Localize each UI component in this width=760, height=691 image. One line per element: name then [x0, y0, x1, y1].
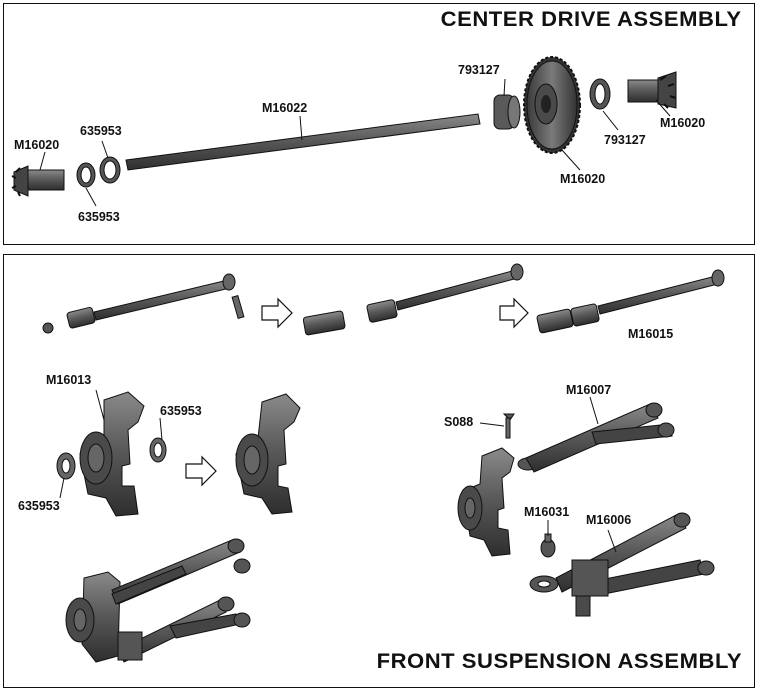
label-hub-carrier: M16013 — [46, 373, 92, 387]
center-drive-title: CENTER DRIVE ASSEMBLY — [440, 8, 742, 31]
label-bearing-left: 635953 — [18, 499, 60, 513]
center-leader-lines — [39, 78, 671, 207]
spur-gear — [523, 56, 581, 154]
label-bearing-right-bottom: 793127 — [604, 133, 646, 147]
ball-stud-part — [540, 533, 556, 558]
label-bearing-right-top: 793127 — [458, 63, 500, 77]
driveshaft-assembled — [536, 269, 725, 334]
label-ball-stud: M16031 — [524, 505, 570, 519]
right-pinion-gear — [627, 71, 677, 109]
center-shaft — [125, 113, 481, 171]
right-bearing-top — [493, 94, 521, 130]
label-bearing-right: 635953 — [160, 404, 202, 418]
label-lower-arm: M16006 — [586, 513, 632, 527]
front-suspension-panel — [3, 254, 755, 688]
arrow-right-icon — [499, 297, 529, 329]
label-pinion-right: M16020 — [660, 116, 706, 130]
arrow-right-icon — [261, 297, 293, 329]
front-leader-lines — [59, 389, 617, 553]
label-spur-gear: M16020 — [560, 172, 606, 186]
center-drive-panel — [3, 3, 755, 245]
label-upper-arm: M16007 — [566, 383, 612, 397]
label-driveshaft: M16015 — [628, 327, 674, 341]
screw-part — [502, 413, 515, 439]
label-screw: S088 — [444, 415, 474, 429]
left-pinion-gear — [11, 165, 65, 197]
label-pinion-left: M16020 — [14, 138, 60, 152]
left-bearing-upper — [99, 156, 121, 184]
label-bearing-upper: 635953 — [80, 124, 122, 138]
left-bearing-lower — [76, 162, 96, 188]
label-bearing-lower: 635953 — [78, 210, 120, 224]
lower-arm-part — [529, 512, 715, 617]
front-suspension-title: FRONT SUSPENSION ASSEMBLY — [376, 650, 742, 673]
hub-carrier-right — [457, 447, 515, 557]
label-shaft: M16022 — [262, 101, 308, 115]
right-bearing-bottom — [589, 78, 611, 110]
front-suspension-assembled — [65, 538, 251, 663]
arrow-right-icon — [185, 455, 217, 487]
driveshaft-exploded — [42, 273, 245, 334]
hub-carrier-assembled — [235, 393, 301, 515]
hub-carrier-exploded — [56, 391, 167, 517]
driveshaft-assembled-partial — [302, 263, 524, 336]
upper-arm-part — [517, 402, 675, 473]
